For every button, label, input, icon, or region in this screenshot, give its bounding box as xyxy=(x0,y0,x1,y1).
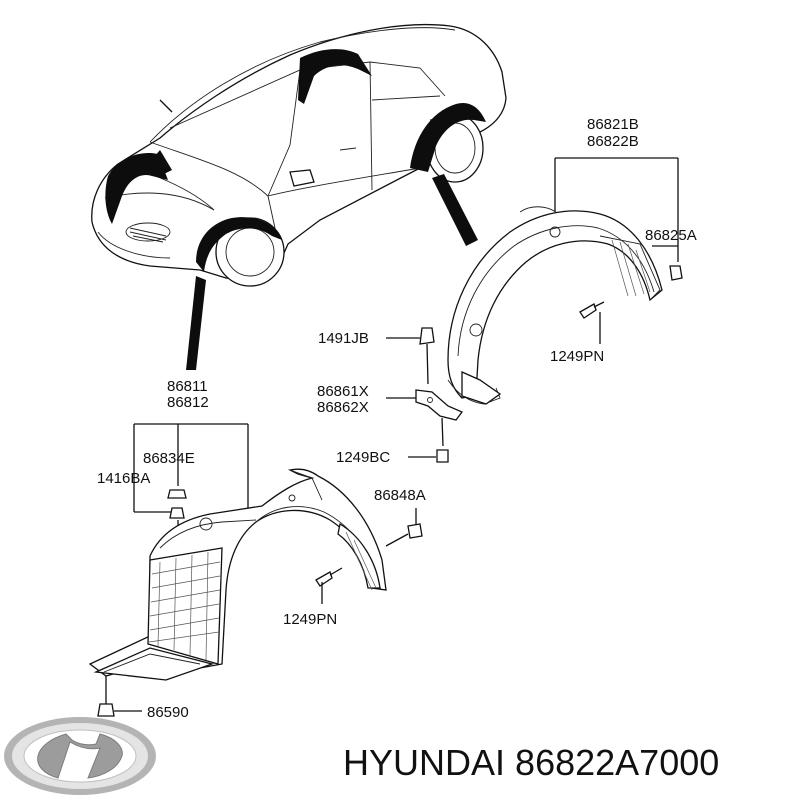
label-1416ba: 1416BA xyxy=(97,470,150,487)
hyundai-logo xyxy=(4,717,156,795)
part-caption: HYUNDAI 86822A7000 xyxy=(343,738,793,788)
brand-name: HYUNDAI xyxy=(343,742,506,783)
label-1249pn-rear: 1249PN xyxy=(550,348,604,365)
label-1491jb: 1491JB xyxy=(318,330,369,347)
label-86812: 86812 xyxy=(167,394,209,411)
callout-labels: 86821B 86822B 86825A 1249PN 1491JB 86861… xyxy=(97,116,697,721)
rear-wheel-guard xyxy=(447,157,683,405)
car-illustration xyxy=(91,23,507,370)
part-number: 86822A7000 xyxy=(515,742,720,783)
label-86821b: 86821B xyxy=(587,116,639,133)
label-86861x: 86861X xyxy=(317,383,369,400)
label-86825a: 86825A xyxy=(645,227,697,244)
label-86811: 86811 xyxy=(167,378,208,395)
label-86590: 86590 xyxy=(147,704,189,721)
small-fasteners xyxy=(386,327,464,463)
label-86834e: 86834E xyxy=(143,450,195,467)
label-1249bc: 1249BC xyxy=(336,449,390,466)
label-1249pn-front: 1249PN xyxy=(283,611,337,628)
label-86822b: 86822B xyxy=(587,133,639,150)
label-86848a: 86848A xyxy=(374,487,426,504)
label-86862x: 86862X xyxy=(317,399,369,416)
front-wheel-guard xyxy=(88,423,423,717)
